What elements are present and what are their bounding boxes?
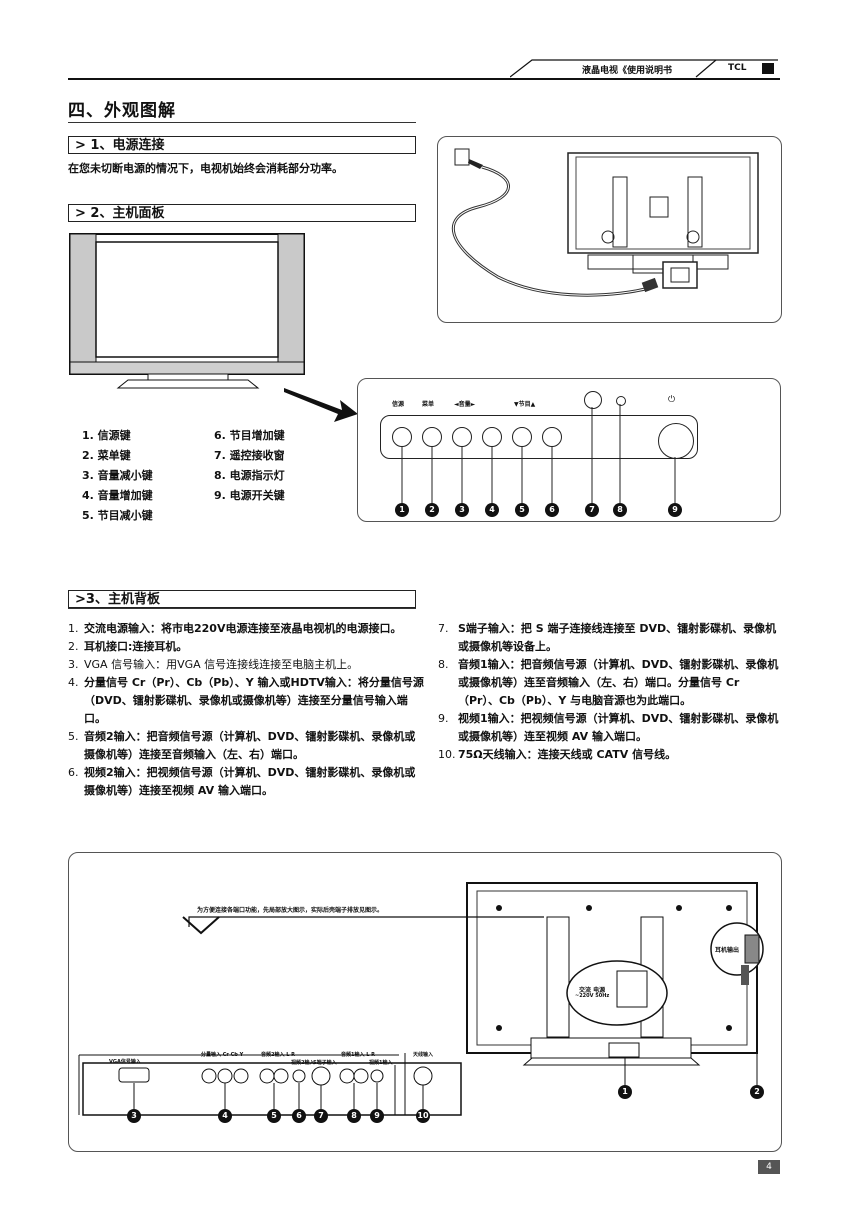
- port-callout-8: 8: [347, 1109, 361, 1123]
- tv-front-illustration: [68, 232, 306, 392]
- panel-label-volume: ◄音量►: [454, 401, 476, 408]
- back-list-left: 1.交流电源输入：将市电220V电源连接至液晶电视机的电源接口。 2.耳机接口:…: [68, 620, 424, 800]
- list-item: 7. 遥控接收窗: [214, 449, 285, 462]
- section-power-heading: > 1、电源连接: [68, 136, 416, 154]
- back-callout-1: 1: [618, 1085, 632, 1099]
- callout-1: 1: [395, 503, 409, 517]
- list-item: 2.耳机接口:连接耳机。: [68, 640, 188, 653]
- header-tab-outline: [509, 59, 778, 78]
- front-list-left: 1. 信源键 2. 菜单键 3. 音量减小键 4. 音量增加键 5. 节目减小键: [82, 426, 212, 526]
- brand-logo: TCL: [728, 63, 747, 73]
- port-callout-9: 9: [370, 1109, 384, 1123]
- control-strip: [380, 415, 698, 459]
- list-item: 2. 菜单键: [82, 449, 131, 462]
- port-callout-5: 5: [267, 1109, 281, 1123]
- brand-logo-mark: [762, 63, 774, 74]
- panel-label-program: ▼节目▲: [514, 401, 536, 408]
- port-label-audio1: 音频1输入 L R: [341, 1052, 375, 1058]
- list-item: 9.视频1输入：把视频信号源（计算机、DVD、镭射影碟机、录像机或摄像机等）连至…: [438, 712, 779, 743]
- list-item: 3. 音量减小键: [82, 469, 153, 482]
- list-item: 4.分量信号 Cr（Pr）、Cb（Pb）、Y 输入或HDTV输入：将分量信号源（…: [68, 676, 424, 725]
- list-item: 1.交流电源输入：将市电220V电源连接至液晶电视机的电源接口。: [68, 622, 402, 635]
- volume-down-button[interactable]: [452, 427, 472, 447]
- leader-lines: [401, 404, 676, 503]
- port-callout-3: 3: [127, 1109, 141, 1123]
- list-item: 10.75Ω天线输入：连接天线或 CATV 信号线。: [438, 748, 677, 761]
- power-note: 在您未切断电源的情况下，电视机始终会消耗部分功率。: [68, 162, 343, 175]
- chevron-right-icon: >: [75, 138, 91, 153]
- port-label-audio2: 音频2输入 L R: [261, 1052, 295, 1058]
- list-item: 7.S端子输入：把 S 端子连接线连接至 DVD、镭射影碟机、录像机或摄像机等设…: [438, 622, 777, 653]
- list-item: 6. 节目增加键: [214, 429, 285, 442]
- volume-up-button[interactable]: [482, 427, 502, 447]
- channel-up-button[interactable]: [542, 427, 562, 447]
- remote-receiver-window: [584, 391, 602, 409]
- ac-label-1: 交流 电源: [579, 987, 606, 994]
- tv-front-drawing: [69, 233, 305, 389]
- callout-7: 7: [585, 503, 599, 517]
- port-label-video2: 视频2输入: [291, 1060, 315, 1066]
- list-item: 5. 节目减小键: [82, 509, 153, 522]
- list-item: 8. 电源指示灯: [214, 469, 285, 482]
- section-back-heading: >3、主机背板: [68, 590, 416, 608]
- callout-9: 9: [668, 503, 682, 517]
- list-item: 8.音频1输入：把音频信号源（计算机、DVD、镭射影碟机、录像机或摄像机等）连至…: [438, 658, 779, 707]
- port-callout-10: 10: [416, 1109, 430, 1123]
- list-item: 5.音频2输入：把音频信号源（计算机、DVD、镭射影碟机、录像机或摄像机等）连接…: [68, 730, 416, 761]
- callout-6: 6: [545, 503, 559, 517]
- chevron-right-icon: >: [75, 206, 91, 221]
- power-connection-figure: [437, 136, 782, 323]
- back-panel-figure: 为方便连接各端口功能，先局部放大图示，实际后壳端子排放见图示。 耳机输出 交流 …: [68, 852, 782, 1152]
- power-indicator-led: [616, 396, 626, 406]
- zoom-arrow-icon: [284, 388, 358, 422]
- back-callout-2: 2: [750, 1085, 764, 1099]
- port-callout-6: 6: [292, 1109, 306, 1123]
- callout-3: 3: [455, 503, 469, 517]
- header-rule: [68, 78, 780, 80]
- channel-down-button[interactable]: [512, 427, 532, 447]
- port-label-component: 分量输入 Cr Cb Y: [201, 1052, 244, 1058]
- list-item: 9. 电源开关键: [214, 489, 285, 502]
- list-item: 6.视频2输入：把视频信号源（计算机、DVD、镭射影碟机、录像机或摄像机等）连接…: [68, 766, 416, 797]
- earphone-label: 耳机输出: [715, 947, 740, 954]
- source-button[interactable]: [392, 427, 412, 447]
- callout-8: 8: [613, 503, 627, 517]
- diagram-note: 为方便连接各端口功能，先局部放大图示，实际后壳端子排放见图示。: [197, 907, 384, 914]
- callout-5: 5: [515, 503, 529, 517]
- callout-2: 2: [425, 503, 439, 517]
- header-tab: 液晶电视《使用说明书 TCL: [509, 58, 780, 78]
- list-item: 1. 信源键: [82, 429, 131, 442]
- port-label-antenna: 天线输入: [413, 1052, 434, 1058]
- chapter-rule: [68, 122, 416, 123]
- chapter-title: 四、外观图解: [68, 101, 176, 121]
- power-symbol-icon: ⏻: [668, 395, 676, 405]
- front-list-right: 6. 节目增加键 7. 遥控接收窗 8. 电源指示灯 9. 电源开关键: [214, 426, 344, 506]
- panel-label-menu: 菜单: [422, 401, 435, 408]
- port-label-vga: VGA信号输入: [109, 1059, 141, 1065]
- port-callout-4: 4: [218, 1109, 232, 1123]
- list-item: 4. 音量增加键: [82, 489, 153, 502]
- port-callout-7: 7: [314, 1109, 328, 1123]
- menu-button[interactable]: [422, 427, 442, 447]
- port-label-video1: 视频1输入: [369, 1060, 393, 1066]
- section-front-heading: > 2、主机面板: [68, 204, 416, 222]
- list-item: 3. VGA 信号输入：用VGA 信号连接线连接至电脑主机上。: [68, 658, 359, 671]
- section-back-rule: [68, 608, 416, 609]
- front-panel-figure: 信源 菜单 ◄音量► ▼节目▲ ⏻ 1 2 3 4 5 6 7 8 9: [357, 378, 781, 522]
- back-panel-drawing: [78, 882, 764, 1116]
- manual-title: 液晶电视《使用说明书: [582, 66, 673, 76]
- panel-label-source: 信源: [392, 401, 405, 408]
- page-number: 4: [758, 1160, 780, 1174]
- back-list-right: 7.S端子输入：把 S 端子连接线连接至 DVD、镭射影碟机、录像机或摄像机等设…: [438, 620, 780, 764]
- chevron-right-icon: >: [75, 592, 86, 607]
- power-switch-button[interactable]: [658, 423, 694, 459]
- tv-back-power-illustration: [451, 148, 759, 297]
- port-label-svideo: S端子输入: [313, 1060, 337, 1066]
- callout-4: 4: [485, 503, 499, 517]
- ac-label-2: ~220V 50Hz: [575, 993, 610, 999]
